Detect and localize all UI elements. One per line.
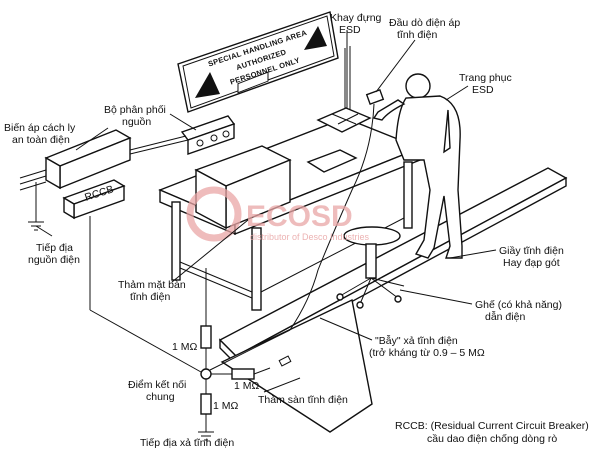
esd-tray <box>316 107 372 133</box>
label-tham-ban-2: tĩnh điện <box>130 291 170 303</box>
leader-lines <box>35 30 497 393</box>
watermark-brand: ECOSD <box>246 200 353 233</box>
label-bo-phan-phoi-2: nguồn <box>122 116 151 128</box>
isolation-transformer <box>44 129 132 190</box>
label-bo-phan-phoi-1: Bộ phân phối <box>104 104 166 116</box>
esd-hazard-icon <box>304 26 327 50</box>
rccb-box: RCCB <box>62 179 126 220</box>
label-tham-ban-1: Thảm mặt bàn <box>118 279 186 291</box>
label-diem-ket-noi-1: Điểm kết nối <box>128 379 186 391</box>
watermark: ECOSD distributor of Desco Industries <box>186 186 370 242</box>
label-trang-phuc-1: Trang phục <box>459 72 512 84</box>
power-distribution-unit <box>180 115 236 155</box>
warning-sign: SPECIAL HANDLING AREA AUTHORIZED PERSONN… <box>177 11 339 113</box>
label-bien-ap-2: an toàn điện <box>12 134 70 146</box>
meter-display <box>237 71 269 94</box>
label-giay-2: Hay đạp gót <box>503 257 560 269</box>
resistor-top <box>200 325 212 349</box>
label-resistor-top: 1 MΩ <box>172 341 198 353</box>
esd-worker <box>372 73 463 259</box>
label-bay-2: (trở kháng từ 0.9 – 5 MΩ <box>369 347 485 359</box>
voltage-probe <box>289 89 385 331</box>
label-bay-1: "Bẫy" xả tĩnh điện <box>375 334 458 347</box>
label-khay-1: Khay đựng <box>330 12 382 24</box>
labels: Khay đựng ESD Đầu dò điện áp tĩnh điện T… <box>4 12 589 449</box>
resistor-bottom <box>200 393 212 415</box>
label-khay-2: ESD <box>339 24 361 36</box>
label-giay-1: Giầy tĩnh điện <box>499 245 564 257</box>
label-rccb-note-1: RCCB: (Residual Current Circuit Breaker) <box>395 420 589 432</box>
label-ghe-1: Ghế (có khả năng) <box>475 299 562 311</box>
label-rccb-note-2: cầu dao điện chống dòng rò <box>427 433 557 445</box>
label-resistor-right: 1 MΩ <box>234 380 260 392</box>
label-dau-do-2: tĩnh điện <box>397 29 437 41</box>
grounding-circuit <box>89 216 291 441</box>
label-trang-phuc-2: ESD <box>472 84 494 96</box>
label-tham-san: Thảm sàn tĩnh điện <box>258 394 348 406</box>
label-tiep-dia-1: Tiếp địa <box>36 242 73 254</box>
watermark-logo-icon <box>186 186 242 242</box>
watermark-tagline: distributor of Desco Industries <box>250 232 370 242</box>
label-dau-do-1: Đầu dò điện áp <box>389 17 460 29</box>
esd-hazard-icon <box>195 72 220 98</box>
small-tray <box>306 149 358 173</box>
common-point-node <box>200 368 212 380</box>
label-ghe-2: dẫn điện <box>485 310 525 323</box>
label-diem-ket-noi-2: chung <box>146 391 175 403</box>
floor-mat <box>218 167 568 433</box>
conductive-chair <box>336 226 405 309</box>
instrument-unit <box>194 71 292 230</box>
resistor-right <box>231 368 255 380</box>
label-resistor-bottom: 1 MΩ <box>213 400 239 412</box>
label-bien-ap-1: Biến áp cách ly <box>4 122 76 134</box>
label-tiep-dia-2: nguồn điện <box>28 254 80 266</box>
power-cables <box>19 135 189 231</box>
label-tiep-dia-xa: Tiếp địa xả tĩnh điện <box>140 437 234 449</box>
